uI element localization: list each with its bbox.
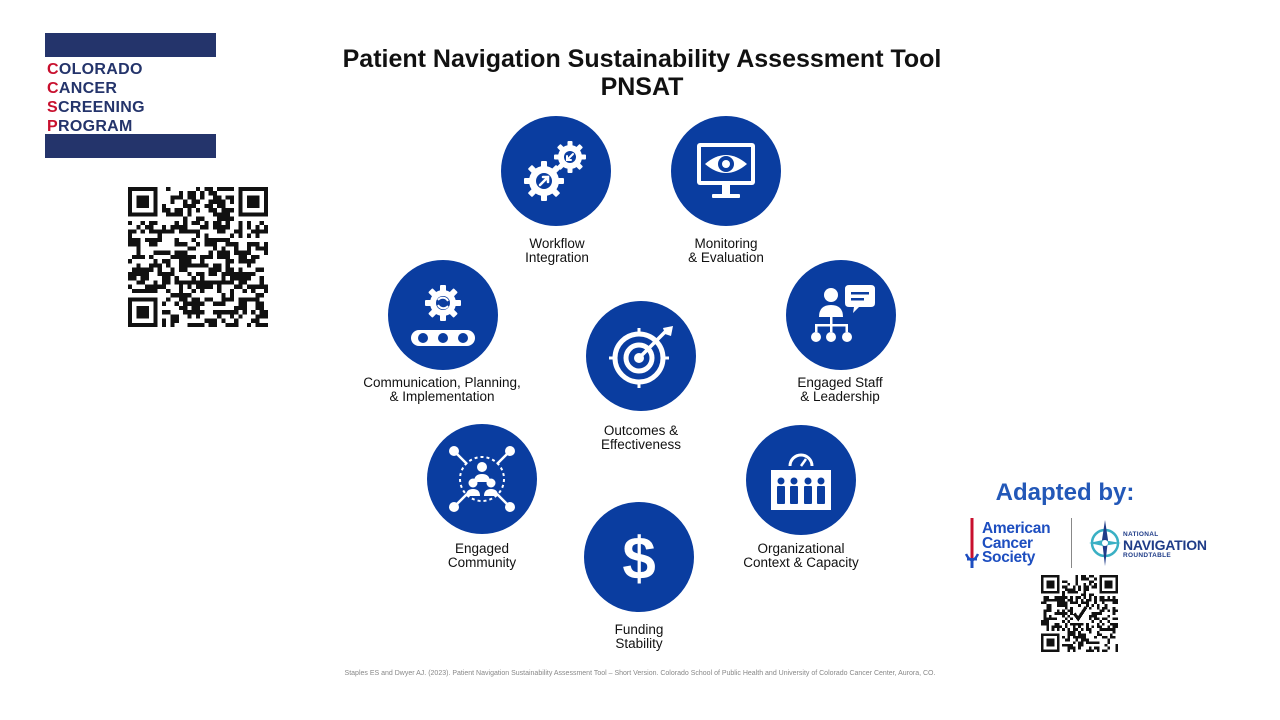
board-people-icon bbox=[771, 453, 831, 510]
funding-stability-circle: $ bbox=[584, 502, 694, 612]
workflow-integration-circle bbox=[501, 116, 611, 226]
engaged-staff-label: Engaged Staff& Leadership bbox=[797, 375, 883, 404]
gears-icon bbox=[524, 141, 586, 201]
monitor-eye-icon bbox=[697, 143, 755, 198]
acs-logo: American Cancer Society bbox=[965, 518, 1065, 570]
monitoring-evaluation-label: Monitoring& Evaluation bbox=[688, 236, 764, 265]
logo-bar-top bbox=[45, 33, 216, 57]
monitoring-evaluation-circle bbox=[671, 116, 781, 226]
svg-text:$: $ bbox=[622, 525, 655, 592]
logo-line-4: PROGRAM bbox=[47, 118, 133, 135]
org-chart-chat-icon bbox=[811, 285, 875, 342]
engaged-community-circle bbox=[427, 424, 537, 534]
logo-line-2: CANCER bbox=[47, 80, 118, 97]
nnr-logo: NATIONAL NAVIGATION ROUNDTABLE bbox=[1087, 518, 1207, 568]
outcomes-effectiveness-label: Outcomes &Effectiveness bbox=[600, 423, 682, 452]
community-network-icon bbox=[449, 446, 515, 512]
organizational-context-circle bbox=[746, 425, 856, 535]
ccsp-logo: COLORADO CANCER SCREENING PROGRAM bbox=[45, 33, 216, 159]
conveyor-gear-icon bbox=[411, 285, 475, 346]
compass-icon bbox=[1089, 520, 1121, 566]
dollar-icon: $ bbox=[622, 525, 655, 592]
communication-planning-circle bbox=[388, 260, 498, 370]
page-title: Patient Navigation Sustainability Assess… bbox=[292, 45, 992, 101]
logo-text: COLORADO CANCER SCREENING PROGRAM bbox=[47, 60, 145, 136]
outcomes-effectiveness-circle bbox=[586, 301, 696, 411]
acs-wordmark: American Cancer Society bbox=[982, 520, 1051, 566]
nnr-wordmark: NATIONAL NAVIGATION ROUNDTABLE bbox=[1123, 531, 1207, 559]
acs-sword-icon bbox=[965, 518, 979, 568]
logo-line-3: SCREENING bbox=[47, 99, 145, 116]
qr-code-left[interactable] bbox=[128, 187, 268, 327]
engaged-staff-circle bbox=[786, 260, 896, 370]
logo-bar-bottom bbox=[45, 134, 216, 158]
qr-code-right[interactable] bbox=[1041, 575, 1118, 652]
adapted-by-heading: Adapted by: bbox=[995, 479, 1135, 506]
citation-text: Staples ES and Dwyer AJ. (2023). Patient… bbox=[344, 670, 936, 677]
communication-planning-label: Communication, Planning,& Implementation bbox=[363, 375, 521, 404]
logo-line-1: COLORADO bbox=[47, 61, 143, 78]
target-arrow-icon bbox=[609, 326, 673, 388]
logo-divider bbox=[1071, 518, 1072, 568]
title-line-2: PNSAT bbox=[600, 73, 684, 101]
title-line-1: Patient Navigation Sustainability Assess… bbox=[342, 45, 942, 73]
